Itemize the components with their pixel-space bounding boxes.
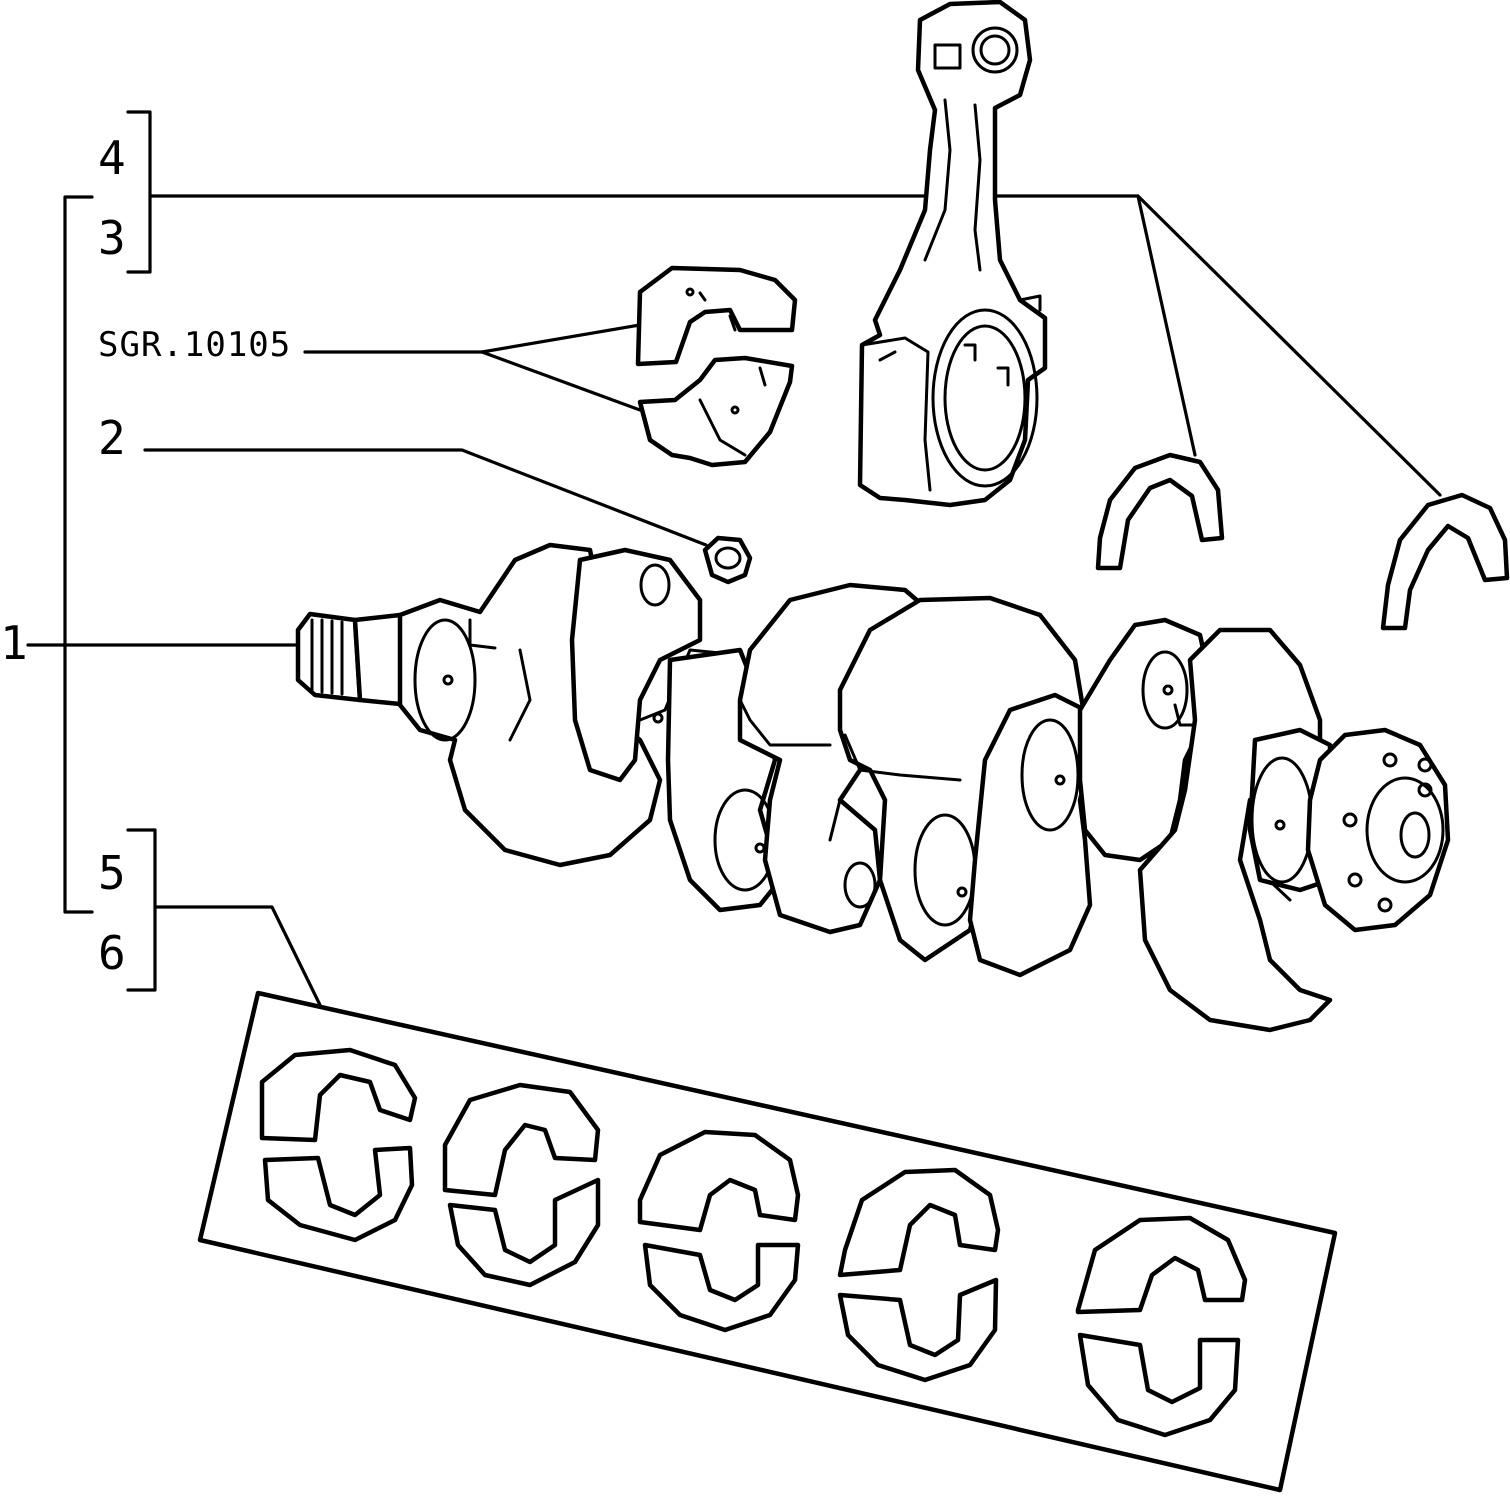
label-part-5: 5	[98, 846, 126, 900]
main-bearing-shells-box	[197, 990, 1338, 1493]
label-kit-code: SGR.10105	[98, 325, 292, 365]
label-part-1: 1	[0, 616, 28, 670]
conrod-bearing-shells	[635, 265, 798, 468]
thrust-washers	[1095, 452, 1510, 631]
leader-part-5-6	[153, 905, 322, 1007]
label-part-2: 2	[98, 411, 126, 465]
label-part-6: 6	[98, 926, 126, 980]
pilot-bushing	[702, 535, 753, 585]
crankshaft	[295, 542, 1451, 1033]
leader-part-2	[143, 448, 708, 547]
label-part-3: 3	[98, 211, 126, 265]
bracket-part-1	[63, 195, 94, 914]
leader-lines	[26, 110, 1442, 1007]
label-part-4: 4	[98, 131, 126, 185]
bracket-5-6	[126, 828, 157, 992]
connecting-rod	[857, 0, 1048, 508]
leader-part-4-3-b	[1136, 194, 1442, 497]
bracket-4-3	[126, 110, 152, 274]
